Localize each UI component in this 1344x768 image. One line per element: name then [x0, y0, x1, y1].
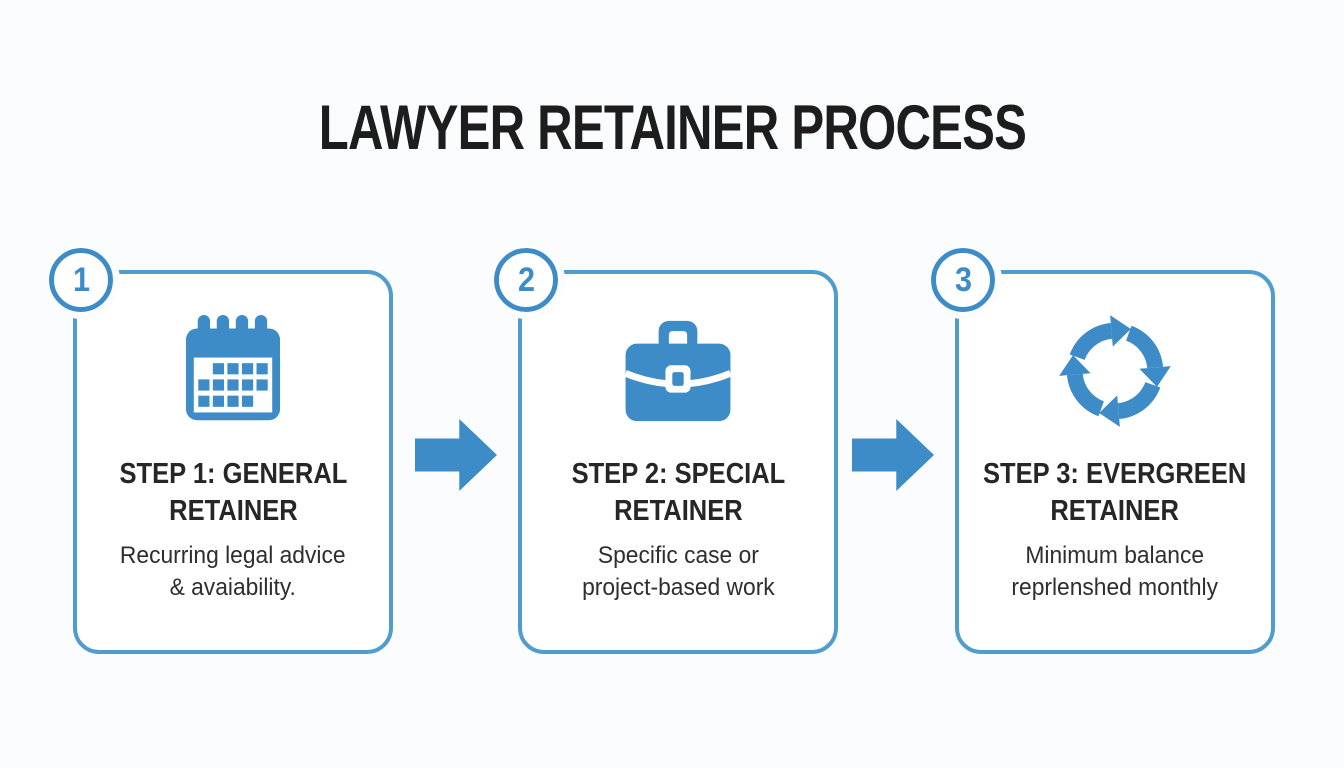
step-description: Recurring legal advice & avaiability. [120, 542, 346, 601]
step-number-badge: 3 [924, 241, 1002, 319]
step-card-general-retainer: 1 [42, 241, 393, 654]
page-title: LAWYER RETAINER PROCESS [0, 92, 1344, 164]
calendar-icon [177, 312, 289, 430]
step-title: STEP 3: EVERGREEN RETAINER [983, 458, 1247, 528]
arrow-right-icon [415, 419, 497, 491]
step-card-special-retainer: 2 STEP 2: SPECIAL RETAINER Specific case… [487, 241, 838, 654]
arrow-right-icon [852, 419, 934, 491]
page-title-text: LAWYER RETAINER PROCESS [318, 93, 1026, 163]
step-description: Minimum balance reprlenshed monthly [1011, 542, 1219, 601]
step-number-badge: 2 [487, 241, 565, 319]
step-title: STEP 1: GENERAL RETAINER [119, 458, 347, 528]
step-number: 2 [517, 260, 535, 299]
briefcase-icon [621, 312, 735, 430]
step-number: 3 [954, 260, 972, 299]
step-description: Specific case or project-based work [581, 542, 775, 601]
step-card-evergreen-retainer: 3 STEP 3: EVERGREEN RETAINER Minimum bal… [924, 241, 1275, 654]
step-number: 1 [72, 260, 90, 299]
step-title: STEP 2: SPECIAL RETAINER [571, 458, 785, 528]
step-number-badge: 1 [42, 241, 120, 319]
cycle-icon [1054, 312, 1176, 430]
